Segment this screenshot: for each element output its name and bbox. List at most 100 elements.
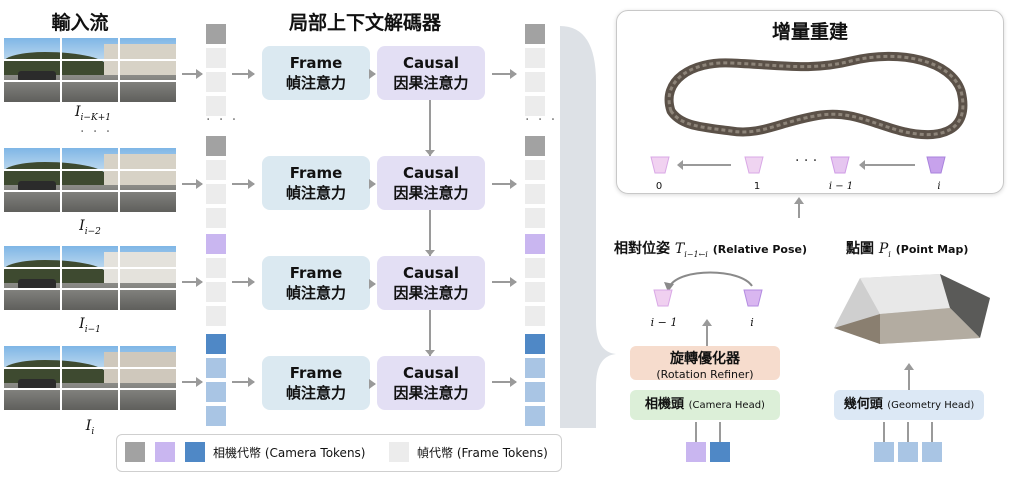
recon-dots: · · · [795, 153, 818, 169]
frame-token [525, 96, 545, 116]
legend-swatch-gray [125, 442, 145, 462]
frames-ellipsis: · · · [80, 124, 113, 140]
arrow [182, 277, 203, 287]
camera-token [206, 234, 226, 254]
input-frame-3 [4, 246, 176, 310]
pose-label-prev: i − 1 [650, 316, 678, 329]
frame-token [525, 208, 545, 228]
arrow [492, 277, 517, 287]
camera-head-connectors [695, 422, 721, 442]
arrow [369, 179, 376, 189]
camera-token-input [710, 442, 730, 462]
relative-pose-label: 相對位姿 Ti−1←i (Relative Pose) [614, 241, 808, 259]
tokens-ellipsis: · · · [525, 112, 558, 128]
frame-token [206, 258, 226, 278]
camera-token [525, 334, 545, 354]
cam-label-i-1: i − 1 [828, 181, 854, 192]
arrow [369, 69, 376, 79]
geometry-head-block: 幾何頭 (Geometry Head) [834, 390, 984, 420]
trajectory-point-cloud [664, 51, 968, 140]
cam-label-1: 1 [753, 181, 761, 192]
frame-token [206, 72, 226, 92]
frame-token [525, 306, 545, 326]
frame-token [206, 382, 226, 402]
frame-token [206, 160, 226, 180]
legend-swatch-light [389, 442, 409, 462]
input-frame-4 [4, 346, 176, 410]
camera-token [525, 234, 545, 254]
arrow [232, 277, 255, 287]
frame-token [206, 406, 226, 426]
aggregation-bracket [560, 26, 616, 428]
frame-token [525, 358, 545, 378]
causal-connector [425, 100, 435, 356]
frame-token-input [874, 442, 894, 462]
arrow [492, 69, 517, 79]
legend-camera-tokens: 相機代幣 (Camera Tokens) [213, 446, 366, 460]
arrow [232, 69, 255, 79]
legend-swatch-purple [155, 442, 175, 462]
arrow [702, 319, 712, 346]
frame-token [525, 72, 545, 92]
frame-token [525, 406, 545, 426]
arrow [492, 179, 517, 189]
arrow [182, 377, 203, 387]
camera-head-block: 相機頭 (Camera Head) [630, 390, 780, 420]
arrow [794, 197, 804, 218]
camera-token [206, 334, 226, 354]
camera-token [206, 136, 226, 156]
cam-label-0: 0 [655, 181, 663, 192]
decoder-title: 局部上下文解碼器 [288, 12, 441, 34]
tokens-ellipsis: · · · [206, 112, 239, 128]
frame-label-2: Ii−2 [79, 218, 101, 237]
frame-token [206, 358, 226, 378]
frame-token [206, 282, 226, 302]
point-map-label: 點圖 Pi (Point Map) [846, 241, 969, 259]
input-frame-2 [4, 148, 176, 212]
rotation-refiner-block: 旋轉優化器 (Rotation Refiner) [630, 346, 780, 381]
frame-label-1: Ii−K+1 [75, 104, 111, 123]
pose-label-cur: i [750, 316, 754, 329]
frame-token [525, 184, 545, 204]
arrow [182, 69, 203, 79]
frame-token-input [898, 442, 918, 462]
frame-label-3: Ii−1 [79, 316, 101, 335]
camera-token [206, 24, 226, 44]
arrow [232, 179, 255, 189]
frame-token [206, 208, 226, 228]
frame-token [525, 382, 545, 402]
frame-token-input [922, 442, 942, 462]
frame-token [206, 96, 226, 116]
camera-token [525, 24, 545, 44]
input-stream-title: 輸入流 [51, 12, 109, 34]
frame-token [525, 258, 545, 278]
frame-token [206, 184, 226, 204]
cam-label-i: i [937, 181, 941, 192]
camera-trajectory-row [650, 156, 946, 174]
legend: 相機代幣 (Camera Tokens) 幀代幣 (Frame Tokens) [116, 434, 562, 472]
arrow [369, 379, 376, 389]
frame-token [525, 48, 545, 68]
frame-token [525, 282, 545, 302]
arrow [369, 279, 376, 289]
point-map-image [834, 274, 990, 344]
arrow [904, 363, 914, 390]
camera-token-input [686, 442, 706, 462]
frame-token [525, 160, 545, 180]
camera-token [525, 136, 545, 156]
frame-label-4: Ii [85, 418, 95, 437]
frame-token [206, 48, 226, 68]
arrow [232, 377, 255, 387]
geometry-head-connectors [883, 422, 933, 442]
reconstruction-title: 增量重建 [771, 21, 848, 43]
arrow [182, 179, 203, 189]
input-frame-1 [4, 38, 176, 102]
arrow [492, 377, 517, 387]
